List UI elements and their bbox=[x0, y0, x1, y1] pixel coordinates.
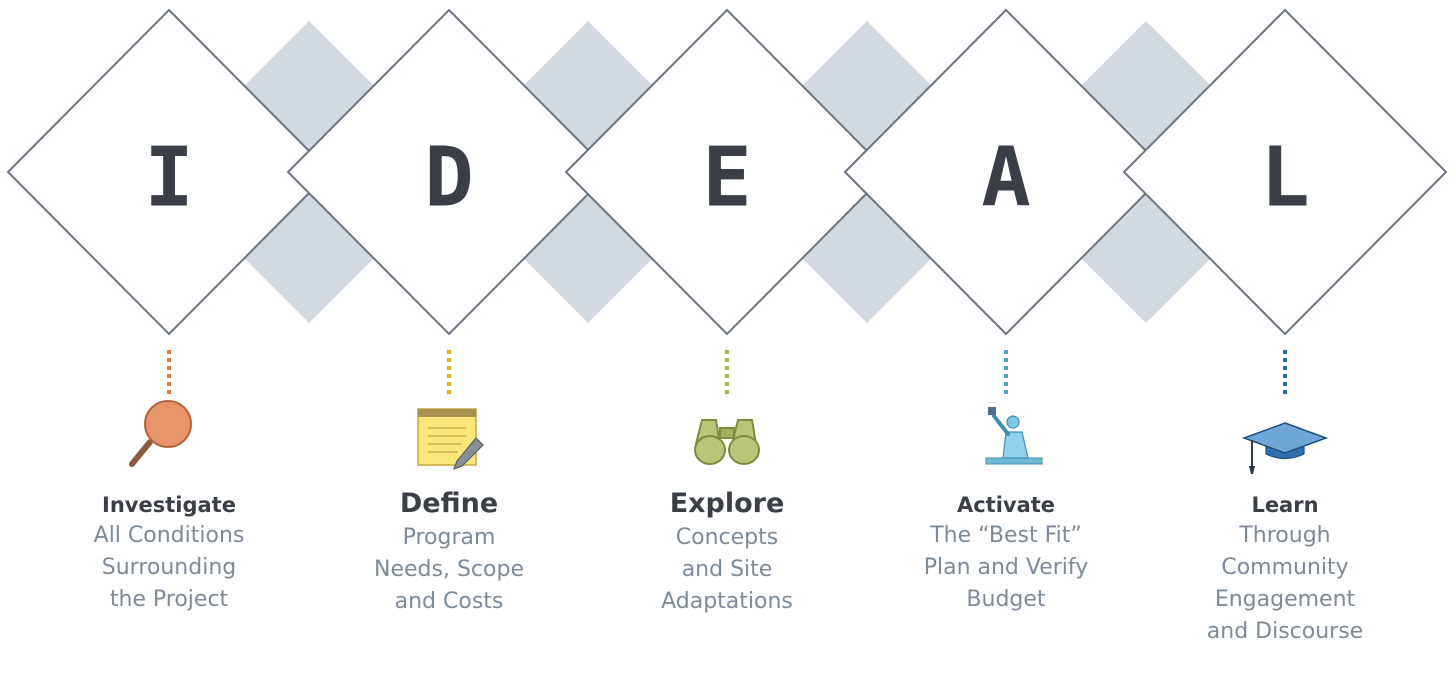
step-title: Explore bbox=[669, 488, 785, 519]
letter-diamonds bbox=[6, 8, 1448, 336]
step-description-line: The “Best Fit” bbox=[930, 523, 1082, 548]
step-description-line: and Site bbox=[681, 557, 773, 582]
presenter-icon bbox=[985, 407, 1043, 465]
letter-a: A bbox=[981, 131, 1030, 226]
letter-d: D bbox=[424, 131, 473, 226]
step-description: Program Needs, Scope and Costs bbox=[334, 522, 564, 618]
step-description: Through Community Engagement and Discour… bbox=[1170, 520, 1400, 648]
step-description-line: Plan and Verify bbox=[923, 555, 1089, 580]
step-description-line: Surrounding bbox=[101, 555, 237, 580]
binoculars-icon bbox=[694, 419, 760, 465]
step-description: All Conditions Surrounding the Project bbox=[54, 520, 284, 616]
step-title: Learn bbox=[1251, 493, 1319, 517]
diamond-a bbox=[843, 8, 1169, 336]
step-description-line: Engagement bbox=[1214, 587, 1356, 612]
step-title: Define bbox=[399, 488, 499, 519]
diamond-e bbox=[564, 8, 890, 336]
caption-activate: Activate The “Best Fit” Plan and Verify … bbox=[891, 490, 1121, 616]
step-description-line: and Discourse bbox=[1206, 619, 1364, 644]
step-description-line: Concepts bbox=[675, 525, 779, 550]
caption-investigate: Investigate All Conditions Surrounding t… bbox=[54, 490, 284, 616]
step-description-line: Program bbox=[402, 525, 496, 550]
step-description-line: Through bbox=[1239, 523, 1331, 548]
letter-l: L bbox=[1260, 131, 1309, 226]
step-title: Investigate bbox=[102, 493, 236, 517]
diamond-l bbox=[1122, 8, 1448, 336]
caption-define: Define Program Needs, Scope and Costs bbox=[334, 486, 564, 618]
letter-e: E bbox=[702, 131, 751, 226]
graduation-cap-icon bbox=[1241, 422, 1329, 474]
diamond-i bbox=[6, 8, 332, 336]
step-description-line: Community bbox=[1221, 555, 1349, 580]
step-description-line: Adaptations bbox=[661, 589, 793, 614]
step-description-line: the Project bbox=[109, 587, 229, 612]
step-description: Concepts and Site Adaptations bbox=[612, 522, 842, 618]
magnifier-icon bbox=[129, 400, 192, 467]
letter-i: I bbox=[144, 131, 193, 226]
step-title: Activate bbox=[956, 493, 1056, 517]
step-description-line: All Conditions bbox=[93, 523, 245, 548]
step-description-line: Needs, Scope bbox=[374, 557, 524, 582]
step-description-line: Budget bbox=[966, 587, 1046, 612]
step-description: The “Best Fit” Plan and Verify Budget bbox=[891, 520, 1121, 616]
notepad-pencil-icon bbox=[417, 408, 484, 471]
caption-explore: Explore Concepts and Site Adaptations bbox=[612, 486, 842, 618]
step-description-line: and Costs bbox=[394, 589, 504, 614]
diamond-d bbox=[286, 8, 612, 336]
caption-learn: Learn Through Community Engagement and D… bbox=[1170, 490, 1400, 648]
